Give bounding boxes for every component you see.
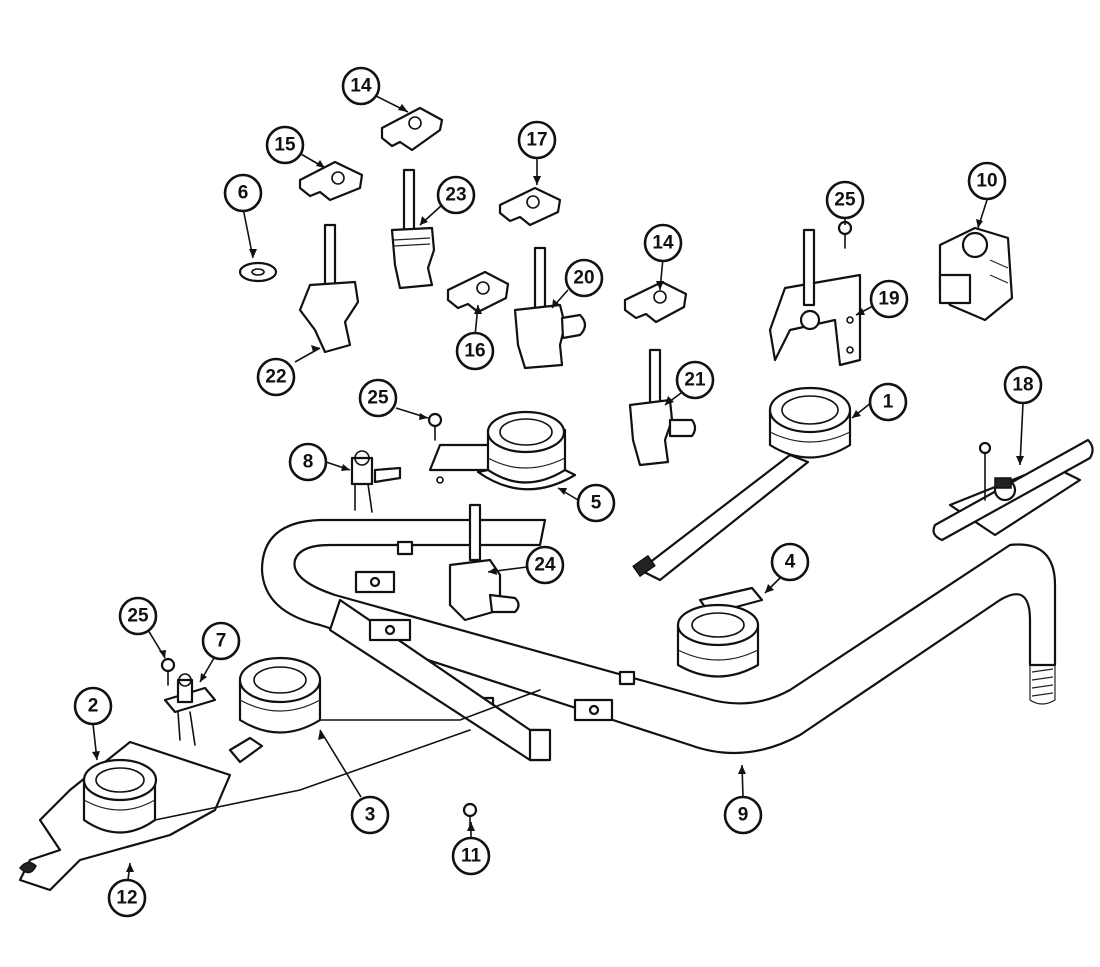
svg-text:11: 11 (461, 846, 482, 867)
bracket-15 (298, 160, 364, 202)
valve-22 (298, 223, 360, 354)
svg-text:25: 25 (127, 606, 149, 627)
callout-11: 11 (451, 836, 491, 876)
svg-text:25: 25 (367, 388, 389, 409)
callout-15: 15 (265, 125, 305, 165)
burner-4 (676, 586, 764, 678)
callout-3: 3 (350, 795, 390, 835)
callout-16: 16 (455, 331, 495, 371)
svg-text:20: 20 (573, 268, 594, 289)
callout-8: 8 (288, 442, 328, 482)
svg-text:21: 21 (684, 370, 706, 391)
svg-text:1: 1 (883, 392, 894, 413)
callout-25: 25 (118, 596, 158, 636)
svg-text:3: 3 (365, 805, 376, 826)
screw-25-back (837, 220, 853, 249)
callout-21: 21 (675, 360, 715, 400)
regulator-10 (938, 226, 1014, 322)
svg-text:24: 24 (534, 555, 556, 576)
svg-text:17: 17 (526, 130, 547, 151)
callout-25: 25 (825, 180, 865, 220)
svg-text:25: 25 (834, 190, 856, 211)
valve-20 (513, 246, 587, 370)
svg-text:10: 10 (976, 171, 997, 192)
valve-21 (628, 348, 697, 467)
callout-24: 24 (525, 545, 565, 585)
svg-text:18: 18 (1012, 375, 1033, 396)
svg-text:23: 23 (445, 185, 466, 206)
callout-14: 14 (341, 66, 381, 106)
callout-4: 4 (770, 542, 810, 582)
callout-19: 19 (869, 279, 909, 319)
callout-6: 6 (223, 173, 263, 213)
washer-6 (238, 261, 278, 283)
svg-text:6: 6 (238, 183, 249, 204)
burner-1 (632, 386, 852, 582)
valve-23 (390, 168, 436, 290)
igniter-8 (350, 450, 402, 513)
burner-2 (18, 729, 471, 892)
svg-text:5: 5 (591, 493, 602, 514)
callout-10: 10 (967, 161, 1007, 201)
callout-5: 5 (576, 483, 616, 523)
svg-text:15: 15 (274, 135, 296, 156)
callouts: 14 15 17 6 23 10 25 14 20 19 16 22 21 1 … (73, 66, 1043, 918)
svg-text:16: 16 (464, 341, 485, 362)
burner-5 (428, 410, 577, 491)
callout-23: 23 (436, 175, 476, 215)
svg-text:22: 22 (265, 367, 286, 388)
parts-artwork (18, 106, 1094, 892)
svg-text:9: 9 (738, 805, 749, 826)
callout-7: 7 (201, 621, 241, 661)
callout-12: 12 (107, 878, 147, 918)
svg-text:2: 2 (88, 696, 99, 717)
svg-text:12: 12 (116, 888, 137, 909)
svg-text:19: 19 (878, 289, 899, 310)
callout-25: 25 (358, 378, 398, 418)
callout-14: 14 (643, 223, 683, 263)
callout-9: 9 (723, 795, 763, 835)
bracket-18 (932, 438, 1094, 542)
callout-20: 20 (564, 258, 604, 298)
valve-24 (448, 503, 520, 622)
svg-text:14: 14 (652, 233, 674, 254)
callout-17: 17 (517, 120, 557, 160)
burner-3 (228, 656, 541, 764)
callout-1: 1 (868, 382, 908, 422)
igniter-7 (163, 673, 217, 746)
svg-text:7: 7 (216, 631, 227, 652)
leader-arrowheads (92, 104, 1024, 872)
svg-text:14: 14 (350, 76, 372, 97)
callout-2: 2 (73, 686, 113, 726)
screw-25-front (160, 657, 176, 686)
svg-text:8: 8 (303, 452, 314, 473)
bracket-19 (768, 228, 862, 367)
support-bar (328, 570, 614, 762)
callout-22: 22 (256, 357, 296, 397)
screw-25-center (427, 412, 443, 441)
callout-18: 18 (1003, 365, 1043, 405)
svg-text:4: 4 (785, 552, 796, 573)
screw-bracket-18 (978, 441, 992, 501)
